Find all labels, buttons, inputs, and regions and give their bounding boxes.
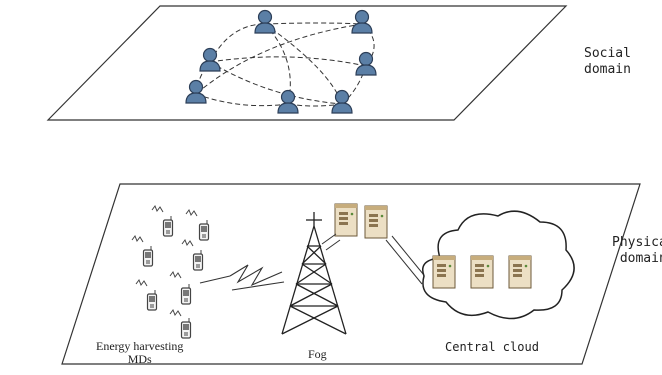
server-icon: [334, 203, 358, 237]
fog-label: Fog: [308, 347, 327, 361]
radio-tower-icon: [281, 212, 347, 335]
energy-harvesting-mds-label: Energy harvesting MDs: [96, 339, 184, 366]
wireless-link-icon: [199, 264, 285, 291]
server-icon: [432, 255, 456, 289]
physical-domain-label: Physical domain: [612, 235, 662, 266]
server-icon: [508, 255, 532, 289]
social-domain-plane: [46, 5, 568, 121]
server-icon: [470, 255, 494, 289]
fog-cloud-link: [385, 235, 429, 285]
social-domain-label: Social domain: [584, 46, 631, 77]
cloud-icon: [422, 210, 575, 320]
central-cloud-label: Central cloud: [445, 340, 539, 354]
server-icon: [364, 205, 388, 239]
